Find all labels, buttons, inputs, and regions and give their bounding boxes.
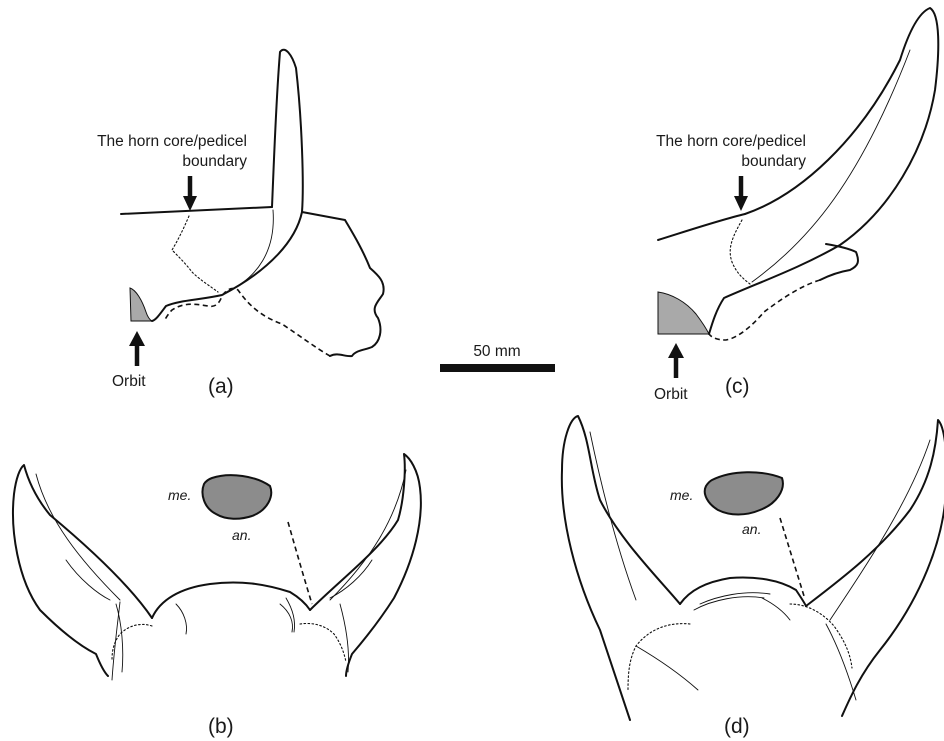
panel-d-drawing: [562, 416, 944, 720]
medial-label-d: me.: [670, 487, 693, 503]
panel-label-d: (d): [724, 715, 750, 738]
horn-section-b: [203, 475, 272, 519]
medial-label-b: me.: [168, 487, 191, 503]
panel-label-a: (a): [208, 375, 234, 398]
panel-label-c: (c): [725, 375, 750, 398]
panel-label-b: (b): [208, 715, 234, 738]
arrow-up-icon: [129, 331, 145, 366]
arrow-down-icon: [183, 176, 197, 211]
arrow-down-icon: [734, 176, 748, 211]
orbit-a-shape: [130, 288, 152, 321]
boundary-label-a-line1: The horn core/pedicel: [97, 133, 247, 150]
panel-b-drawing: [13, 454, 421, 680]
anterior-label-d: an.: [742, 521, 761, 537]
orbit-label-a: Orbit: [112, 373, 146, 390]
panel-a-drawing: [121, 50, 384, 366]
boundary-label-c-line1: The horn core/pedicel: [656, 133, 806, 150]
horn-section-d: [705, 472, 783, 514]
boundary-label-a-line2: boundary: [182, 153, 247, 170]
boundary-label-c-line2: boundary: [741, 153, 806, 170]
orbit-label-c: Orbit: [654, 386, 688, 403]
scale-bar: [440, 364, 555, 372]
scale-bar-line: [440, 364, 555, 372]
arrow-up-icon: [668, 343, 684, 378]
anterior-label-b: an.: [232, 527, 251, 543]
scale-bar-label: 50 mm: [473, 343, 520, 360]
orbit-c-shape: [658, 292, 709, 334]
panel-c-drawing: [658, 8, 938, 378]
